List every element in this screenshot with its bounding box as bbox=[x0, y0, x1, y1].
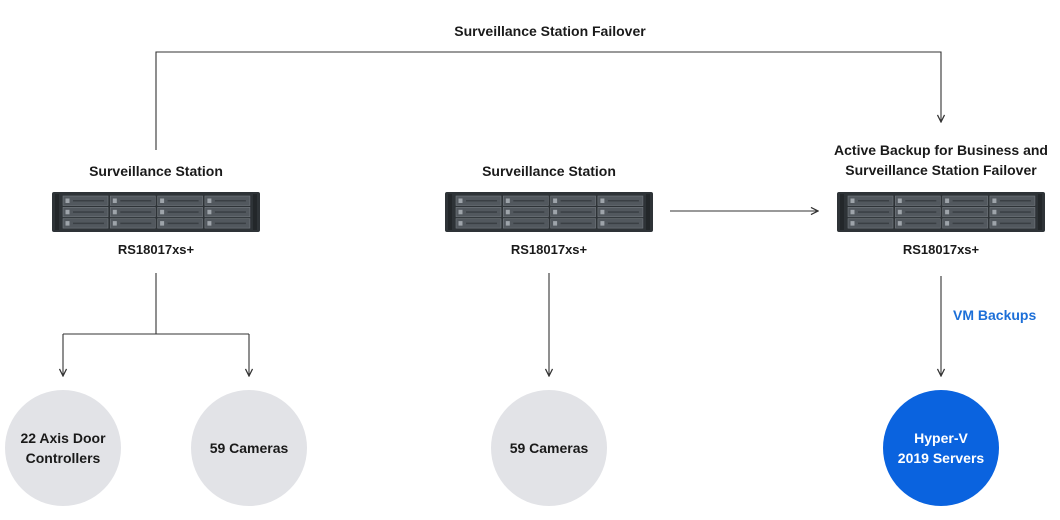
rack-server-icon bbox=[52, 192, 260, 232]
node3-title: Active Backup for Business and Surveilla… bbox=[821, 140, 1060, 180]
failover-label: Surveillance Station Failover bbox=[454, 23, 646, 39]
node3-title-line-1: Active Backup for Business and bbox=[834, 142, 1048, 158]
node1-title: Surveillance Station bbox=[56, 161, 256, 181]
endpoint-text-line: 22 Axis Door bbox=[20, 430, 106, 446]
endpoint-text-line: Controllers bbox=[25, 450, 101, 466]
node1-title-line: Surveillance Station bbox=[89, 163, 223, 179]
node2-title: Surveillance Station bbox=[449, 161, 649, 181]
endpoint-hyperv-servers: Hyper-V 2019 Servers bbox=[883, 390, 999, 506]
rack-server-icon bbox=[445, 192, 653, 232]
node3-title-line-2: Surveillance Station Failover bbox=[845, 162, 1037, 178]
endpoint-cameras-2: 59 Cameras bbox=[491, 390, 607, 506]
failover-connector bbox=[155, 51, 941, 150]
node2-model: RS18017xs+ bbox=[510, 242, 588, 257]
endpoint-text-line: 2019 Servers bbox=[897, 450, 985, 466]
endpoint-text-line: 59 Cameras bbox=[209, 440, 289, 456]
node2-title-line: Surveillance Station bbox=[482, 163, 616, 179]
endpoint-cameras-1: 59 Cameras bbox=[191, 390, 307, 506]
endpoint-door-controllers: 22 Axis Door Controllers bbox=[5, 390, 121, 506]
endpoint-text-line: Hyper-V bbox=[914, 430, 968, 446]
node3-model: RS18017xs+ bbox=[902, 242, 980, 257]
rack-server-icon bbox=[837, 192, 1045, 232]
node1-model: RS18017xs+ bbox=[117, 242, 195, 257]
vm-backups-label: VM Backups bbox=[953, 307, 1037, 323]
endpoint-text-line: 59 Cameras bbox=[509, 440, 589, 456]
